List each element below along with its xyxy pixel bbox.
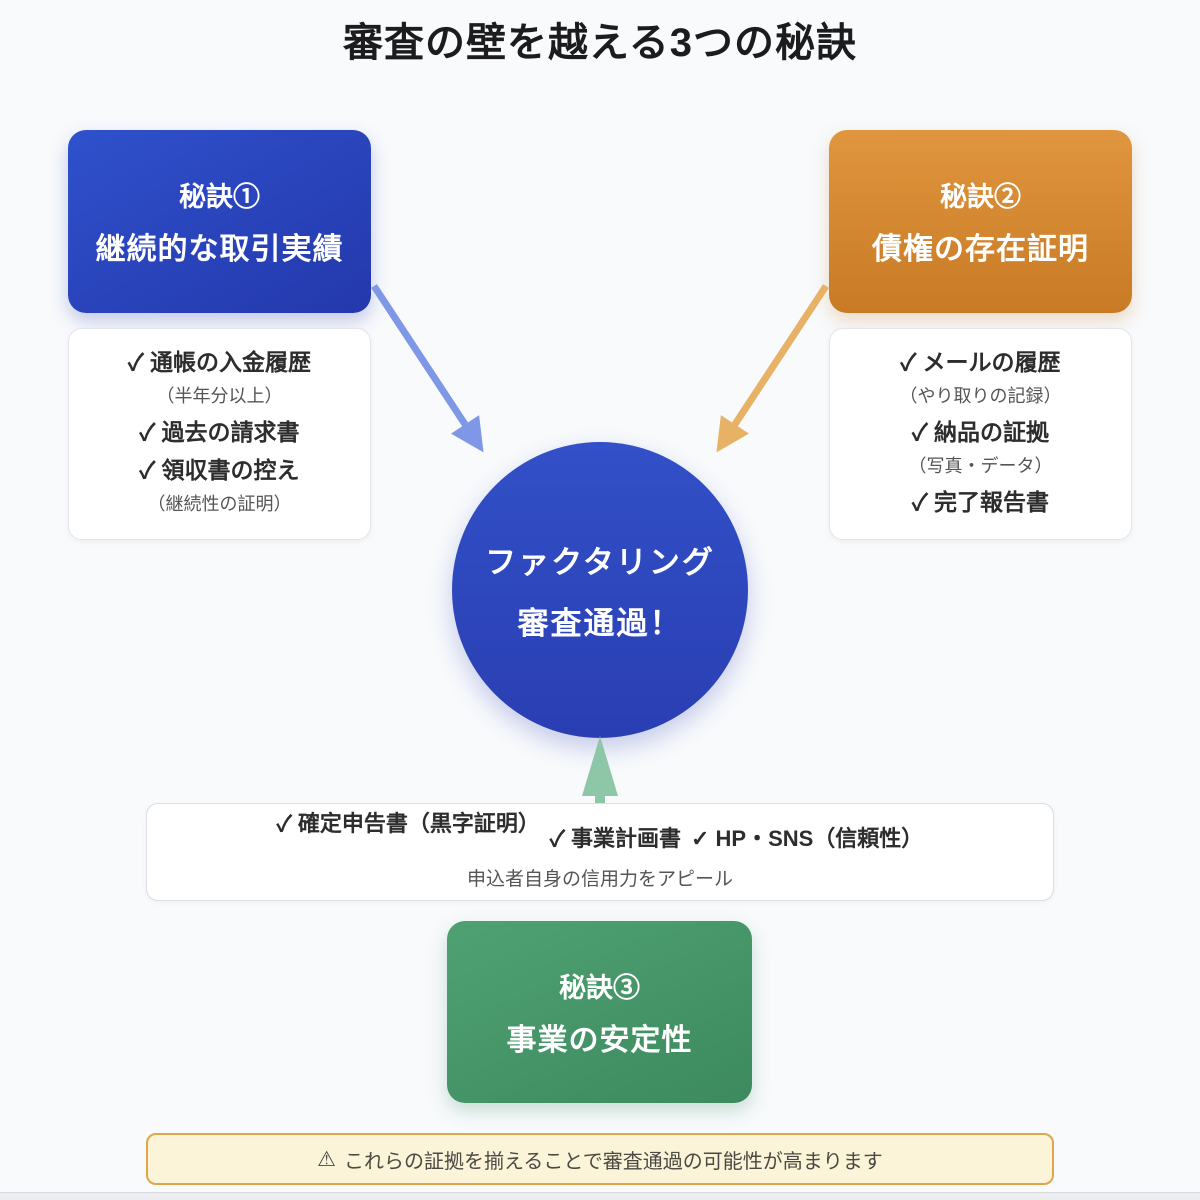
secret1-label: 継続的な取引実績: [95, 233, 344, 266]
evidence1-note3: （継続性の証明）: [147, 494, 292, 514]
evidence2-item2: ✓ 納品の証拠: [911, 419, 1050, 445]
goal-line2: 審査通過！: [517, 606, 683, 641]
evidence3-card: ✓ 確定申告書（黒字証明） ✓ 事業計画書 ✓ HP・SNS（信頼性） 申込者自…: [146, 803, 1054, 901]
evidence3-items-row: ✓ 確定申告書（黒字証明） ✓ 事業計画書 ✓ HP・SNS（信頼性）: [277, 813, 924, 850]
evidence2-note2: （写真・データ）: [908, 456, 1053, 476]
page-title: 審査の壁を越える3つの秘訣: [342, 21, 858, 65]
warning-icon: ⚠: [317, 1147, 336, 1171]
secret1-badge: 秘訣①: [179, 182, 260, 212]
orange-arrow: [716, 284, 829, 453]
secret1-box: 秘訣① 継続的な取引実績: [68, 130, 371, 313]
evidence1-item3: ✓ 領収書の控え: [139, 457, 300, 483]
evidence1-item2: ✓ 過去の請求書: [139, 419, 300, 445]
evidence3-item1: ✓ 確定申告書（黒字証明）: [276, 811, 540, 836]
secret3-box: 秘訣③ 事業の安定性: [447, 921, 752, 1103]
evidence2-note1: （やり取りの記録）: [899, 386, 1062, 406]
evidence2-item3: ✓ 完了報告書: [911, 489, 1050, 515]
evidence1-card: ✓ 通帳の入金履歴 （半年分以上） ✓ 過去の請求書 ✓ 領収書の控え （継続性…: [68, 328, 371, 540]
evidence1-item1: ✓ 通帳の入金履歴: [127, 349, 312, 375]
evidence3-item3: ✓ HP・SNS（信頼性）: [690, 826, 924, 851]
evidence2-card: ✓ メールの履歴 （やり取りの記録） ✓ 納品の証拠 （写真・データ） ✓ 完了…: [829, 328, 1132, 540]
footer-banner: ⚠ これらの証拠を揃えることで審査通過の可能性が高まります: [146, 1133, 1054, 1185]
secret3-badge: 秘訣③: [559, 972, 640, 1003]
secret2-badge: 秘訣②: [940, 182, 1021, 212]
green-up-arrow: [582, 736, 618, 803]
secret2-box: 秘訣② 債権の存在証明: [829, 130, 1132, 313]
goal-line1: ファクタリング: [485, 545, 715, 580]
evidence3-item2: ✓ 事業計画書: [549, 826, 681, 851]
bottom-strip: [0, 1192, 1200, 1200]
secret2-label: 債権の存在証明: [872, 233, 1089, 266]
evidence1-note1: （半年分以上）: [156, 386, 283, 406]
blue-arrow: [371, 284, 484, 453]
evidence2-item1: ✓ メールの履歴: [900, 349, 1061, 375]
evidence3-note: 申込者自身の信用力をアピール: [466, 869, 733, 890]
footer-text: これらの証拠を揃えることで審査通過の可能性が高まります: [344, 1150, 883, 1173]
secret3-label: 事業の安定性: [506, 1023, 693, 1057]
goal-circle: ファクタリング 審査通過！: [452, 442, 748, 738]
